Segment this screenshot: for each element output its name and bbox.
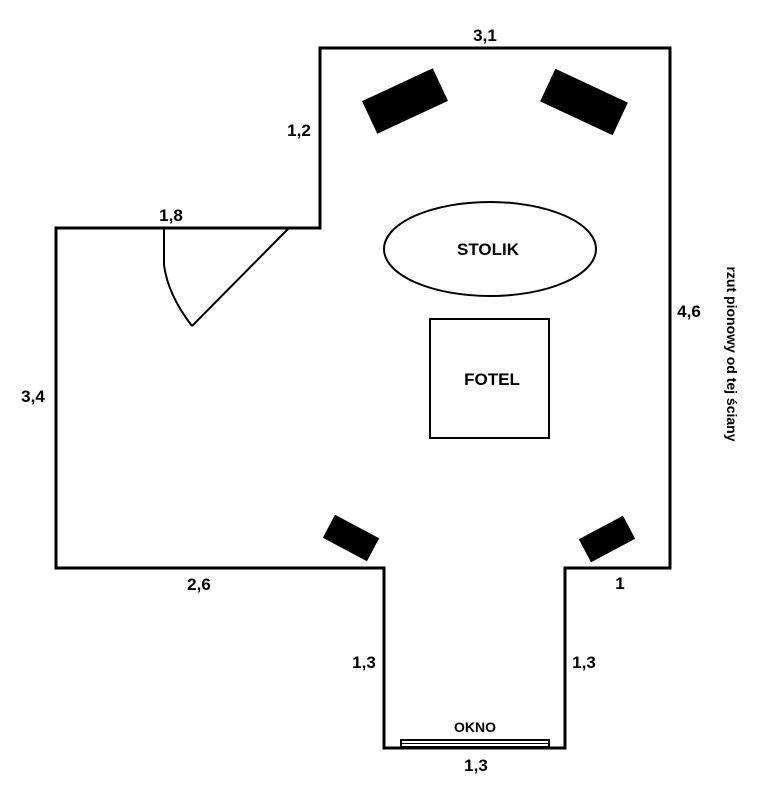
dim-step-upper: 1,2 xyxy=(287,121,311,140)
elevation-note: rzut pionowy od tej ściany xyxy=(724,266,740,441)
dim-bottom-left: 2,6 xyxy=(187,575,211,594)
dim-left: 3,4 xyxy=(21,387,45,406)
dim-alcove-bottom: 1,3 xyxy=(464,756,488,775)
door xyxy=(163,227,290,327)
door-swing-arc xyxy=(163,228,193,327)
room-walls xyxy=(54,46,672,750)
speaker-bottom-left xyxy=(322,514,380,562)
dim-bottom-right: 1 xyxy=(615,574,624,593)
table-ellipse xyxy=(383,201,597,297)
speaker-bottom-right xyxy=(578,515,636,563)
speaker-top-right xyxy=(540,68,628,136)
armchair-label: FOTEL xyxy=(464,370,520,389)
dim-right: 4,6 xyxy=(677,302,701,321)
door-leaf xyxy=(191,227,290,327)
armchair-box xyxy=(429,318,550,439)
speaker-top-left xyxy=(362,68,448,134)
dim-alcove-right: 1,3 xyxy=(572,653,596,672)
window-label: OKNO xyxy=(454,719,496,735)
dim-top: 3,1 xyxy=(473,26,497,45)
dim-step-lower: 1,8 xyxy=(159,206,183,225)
dim-alcove-left: 1,3 xyxy=(352,653,376,672)
table-label: STOLIK xyxy=(457,240,520,259)
